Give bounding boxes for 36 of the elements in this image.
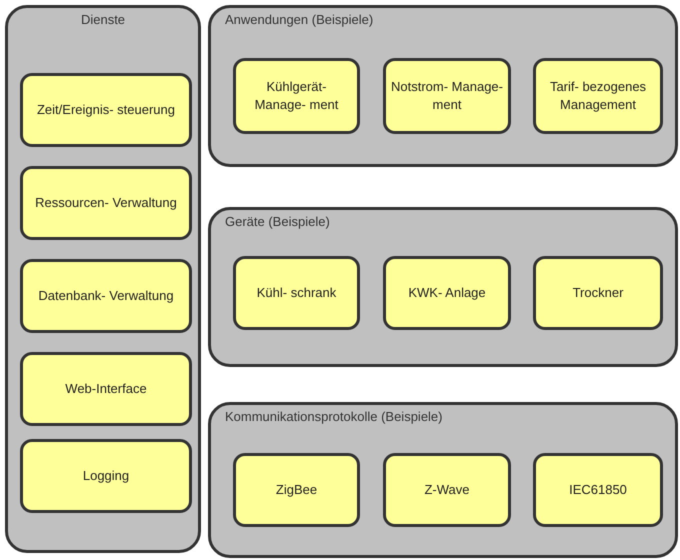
component-label: Web-Interface bbox=[65, 380, 147, 398]
component-box bbox=[383, 453, 511, 527]
group-title: Dienste bbox=[80, 12, 126, 27]
group-panel bbox=[208, 207, 678, 367]
group-title: Kommunikationsprotokolle (Beispiele) bbox=[225, 409, 442, 424]
component-box bbox=[20, 439, 192, 513]
component-box bbox=[533, 453, 663, 527]
component-label: Tarif- bezogenes Management bbox=[548, 78, 648, 114]
component-label: KWK- Anlage bbox=[408, 284, 486, 302]
component-box bbox=[20, 259, 192, 333]
component-box bbox=[233, 58, 360, 134]
component-box bbox=[233, 453, 360, 527]
group-title: Geräte (Beispiele) bbox=[225, 214, 330, 229]
component-label: Trockner bbox=[572, 284, 624, 302]
component-box bbox=[20, 352, 192, 426]
component-label: Notstrom- Manage- ment bbox=[390, 78, 504, 114]
component-label: IEC61850 bbox=[569, 481, 627, 499]
component-label: Kühlgerät- Manage- ment bbox=[254, 78, 340, 114]
component-box bbox=[233, 256, 360, 330]
component-box bbox=[383, 58, 511, 134]
component-label: Logging bbox=[82, 467, 130, 485]
component-label: Datenbank- Verwaltung bbox=[38, 287, 174, 305]
component-label: Zeit/Ereignis- steuerung bbox=[36, 101, 175, 119]
component-label: Z-Wave bbox=[424, 481, 470, 499]
component-label: Ressourcen- Verwaltung bbox=[35, 194, 177, 212]
component-label: ZigBee bbox=[276, 481, 318, 499]
component-box bbox=[533, 256, 663, 330]
component-box bbox=[20, 166, 192, 240]
component-box bbox=[20, 73, 192, 147]
group-panel bbox=[5, 5, 201, 553]
component-box bbox=[533, 58, 663, 134]
group-panel bbox=[208, 402, 678, 558]
component-box bbox=[383, 256, 511, 330]
group-panel bbox=[208, 5, 678, 167]
component-label: Kühl- schrank bbox=[256, 284, 336, 302]
group-title: Anwendungen (Beispiele) bbox=[225, 12, 374, 27]
